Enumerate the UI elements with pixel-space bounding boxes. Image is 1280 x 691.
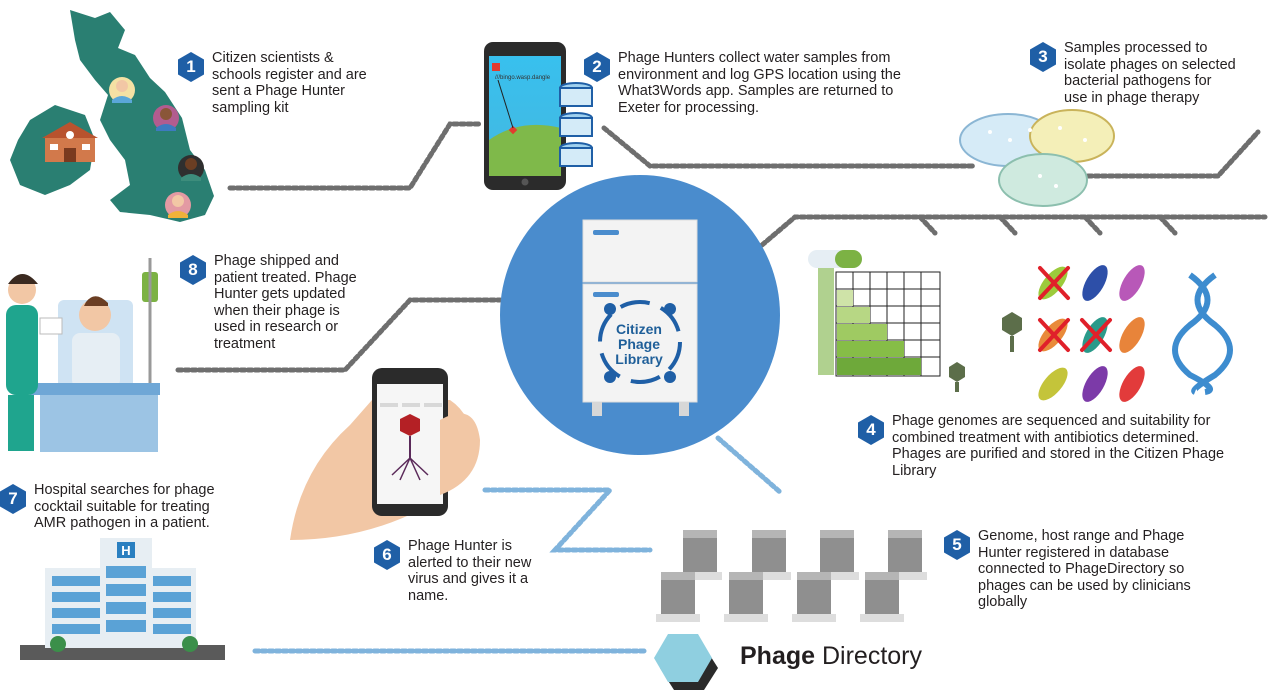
step-4: 4 Phage genomes are sequenced and suitab… (858, 413, 1224, 479)
patient-bed-illustration (6, 258, 160, 452)
hospital-illustration (20, 538, 225, 660)
step-1: 1 Citizen scientists & schools register … (178, 50, 367, 116)
step-text: Phage shipped and patient treated. Phage… (214, 253, 357, 352)
step-6: 6 Phage Hunter is alerted to their new v… (374, 538, 531, 604)
connector-paths-blue (252, 435, 783, 654)
step-2: 2 Phage Hunters collect water samples fr… (584, 50, 901, 116)
phage-directory-logo (654, 634, 718, 690)
step-number-badge: 3 (1030, 42, 1056, 72)
step-8: 8 Phage shipped and patient treated. Pha… (180, 253, 357, 352)
phage-directory-bold: Phage (740, 642, 816, 670)
uk-map-illustration (10, 10, 214, 222)
sample-containers-illustration (559, 82, 593, 167)
step-7: 7 Hospital searches for phage cocktail s… (0, 482, 215, 532)
library-line-2: Phage (617, 336, 660, 352)
library-line-1: Citizen (616, 321, 662, 337)
step-text: Phage Hunters collect water samples from… (618, 50, 901, 116)
connector-paths-dark (175, 121, 1268, 373)
step-text: Phage Hunter is alerted to their new vir… (408, 538, 532, 604)
citizen-phage-library-label: Citizen Phage Library (604, 322, 674, 367)
database-servers-illustration (656, 530, 927, 622)
petri-dishes-illustration (959, 109, 1115, 207)
step-3: 3 Samples processed to isolate phages on… (1030, 40, 1236, 106)
step-number-badge: 2 (584, 52, 610, 82)
step-text: Phage genomes are sequenced and suitabil… (892, 413, 1225, 479)
step-text: Citizen scientists & schools register an… (212, 50, 367, 116)
step-text: Samples processed to isolate phages on s… (1064, 40, 1236, 106)
what3words-text: ///bingo.wasp.dangle (495, 75, 551, 81)
sequencing-illustration (808, 250, 1233, 402)
citizen-phage-library-circle (500, 175, 780, 455)
step-number-badge: 7 (0, 484, 26, 514)
hospital-sign: H (121, 543, 130, 558)
step-text: Hospital searches for phage cocktail sui… (34, 482, 215, 531)
step-number-badge: 5 (944, 530, 970, 560)
phage-directory-rest: Directory (815, 642, 922, 670)
step-5: 5 Genome, host range and Phage Hunter re… (944, 528, 1191, 611)
step-number-badge: 1 (178, 52, 204, 82)
step-text: Genome, host range and Phage Hunter regi… (978, 528, 1191, 610)
step-number-badge: 8 (180, 255, 206, 285)
phage-directory-label: Phage Directory (740, 642, 922, 671)
step-number-badge: 4 (858, 415, 884, 445)
hand-phone-illustration (290, 368, 480, 540)
step-number-badge: 6 (374, 540, 400, 570)
library-line-3: Library (615, 351, 663, 367)
smartphone-gps-illustration (484, 42, 566, 190)
